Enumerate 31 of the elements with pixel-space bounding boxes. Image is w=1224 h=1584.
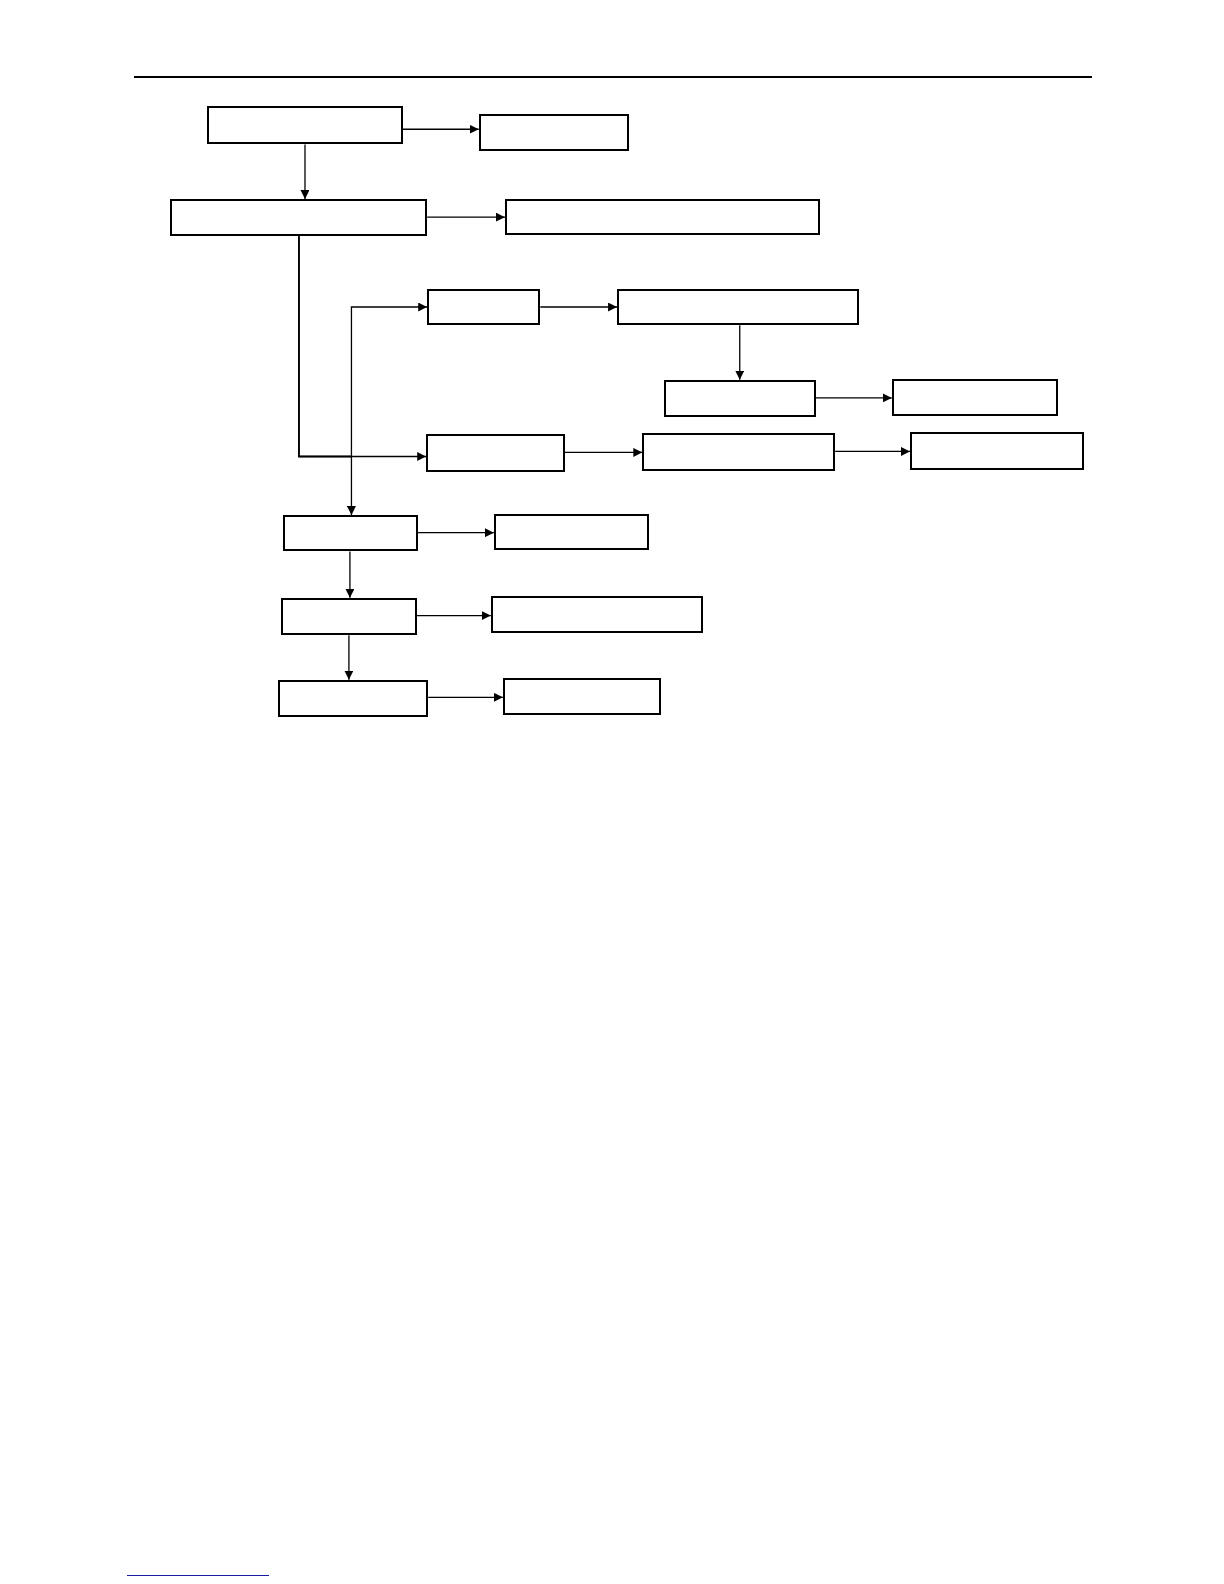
arrow: [815, 393, 893, 403]
process-box: [891, 378, 1059, 417]
process-box: [426, 434, 565, 472]
arrow: [834, 446, 911, 456]
process-box: [663, 379, 816, 418]
process-box: [207, 106, 403, 145]
arrow: [298, 235, 356, 516]
process-box: [504, 198, 820, 236]
process-box: [478, 114, 630, 152]
arrow: [344, 634, 354, 681]
arrow: [402, 124, 480, 134]
arrow: [427, 692, 504, 702]
arrow: [426, 212, 506, 222]
arrow: [735, 324, 745, 381]
arrow: [563, 447, 643, 457]
process-box: [280, 597, 418, 636]
arrow: [300, 143, 310, 200]
process-box: [169, 198, 428, 237]
arrow: [417, 528, 495, 538]
process-box: [617, 288, 860, 326]
process-box: [502, 677, 662, 715]
process-box: [282, 515, 419, 552]
process-box: [277, 679, 429, 717]
process-box: [490, 595, 703, 634]
process-box: [909, 432, 1084, 470]
arrow: [416, 611, 492, 621]
arrow: [539, 302, 618, 312]
arrow: [345, 550, 355, 599]
process-box: [493, 514, 650, 551]
process-box: [427, 288, 541, 326]
process-box: [642, 433, 836, 471]
